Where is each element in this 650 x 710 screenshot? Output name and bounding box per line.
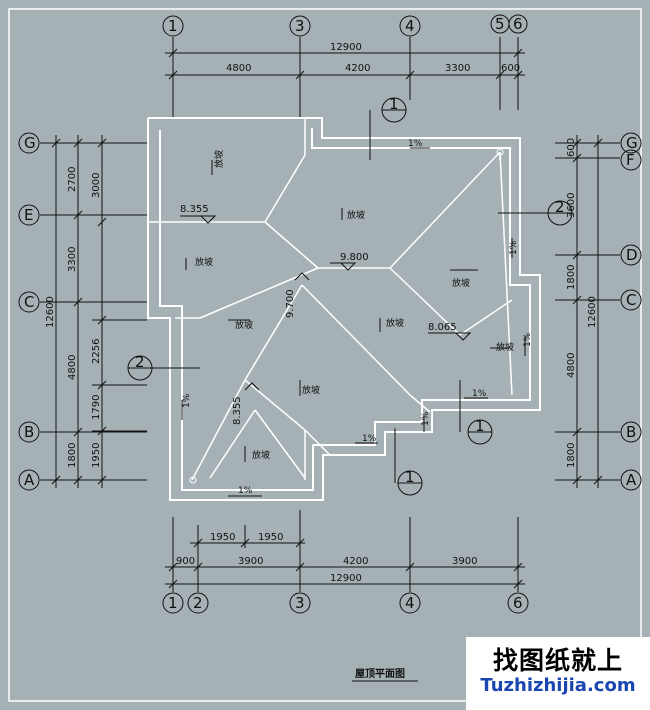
- grid-bottom-4: 4: [405, 594, 415, 612]
- slope-label-9: 放坡: [252, 449, 270, 461]
- roof-outline: [147, 117, 541, 501]
- slope-pct-5: 1%: [362, 434, 377, 444]
- dim-right-1800a: 1800: [566, 265, 577, 290]
- grid-top-6: 6: [513, 15, 523, 33]
- dim-right-12600: 12600: [587, 296, 598, 328]
- grid-top-1: 1: [168, 17, 178, 35]
- watermark-logo: 找图纸就上 Tuzhizhijia.com: [466, 637, 650, 710]
- drawing-title: 屋顶平面图: [355, 668, 405, 680]
- slope-label-1: 放坡: [213, 150, 225, 168]
- slope-pct-8: 1%: [523, 332, 533, 347]
- top-dimensions: [165, 37, 525, 118]
- detail-mark-2-left: 2: [135, 353, 145, 371]
- grid-left-E: E: [24, 206, 33, 224]
- top-grid-bubbles: [162, 14, 528, 37]
- grid-right-B: B: [626, 423, 636, 441]
- dim-left-1790: 1790: [91, 395, 102, 420]
- slope-label-7: 放坡: [496, 341, 514, 353]
- dim-right-4800: 4800: [566, 353, 577, 378]
- watermark-cn: 找图纸就上: [492, 646, 623, 675]
- elevation-8355-bottom: 8.355: [232, 396, 243, 425]
- grid-top-3: 3: [295, 17, 305, 35]
- dim-bottom-1950b: 1950: [258, 532, 283, 543]
- dim-top-600: 600: [501, 63, 520, 74]
- slope-pct-2: 1%: [509, 240, 519, 255]
- left-grid-bubbles: [18, 132, 40, 491]
- dim-bottom-1950a: 1950: [210, 532, 235, 543]
- dim-bottom-3900a: 3900: [238, 556, 263, 567]
- dim-top-4200: 4200: [345, 63, 370, 74]
- dim-right-1800b: 1800: [566, 443, 577, 468]
- grid-bottom-6: 6: [513, 594, 523, 612]
- dim-bottom-4200: 4200: [343, 556, 368, 567]
- slope-label-8: 放坡: [302, 384, 320, 396]
- downspout-mark: [496, 148, 504, 156]
- grid-left-B: B: [24, 423, 34, 441]
- grid-bottom-2: 2: [193, 594, 203, 612]
- dim-right-600: 600: [566, 138, 577, 157]
- elevation-9700: 9.700: [285, 289, 296, 318]
- watermark-en: Tuzhizhijia.com: [480, 675, 636, 696]
- bottom-grid-bubbles: [162, 592, 529, 614]
- grid-right-C: C: [626, 291, 636, 309]
- slope-arrows: [181, 147, 526, 497]
- dim-top-4800: 4800: [226, 63, 251, 74]
- slope-label-6: 放坡: [386, 317, 404, 329]
- slope-pct-1: 1%: [408, 139, 423, 149]
- slope-label-4: 放坡: [452, 277, 470, 289]
- bottom-dimensions: [165, 510, 525, 592]
- dim-bottom-total: 12900: [330, 573, 362, 584]
- elevation-8065: 8.065: [428, 322, 457, 333]
- grid-top-4: 4: [405, 17, 415, 35]
- right-grid-bubbles: [620, 132, 642, 491]
- slope-pct-7: 1%: [421, 411, 431, 426]
- right-dimensions: [555, 135, 620, 488]
- detail-mark-1-top: 1: [389, 95, 399, 113]
- dim-left-1950: 1950: [91, 443, 102, 468]
- dim-left-4800: 4800: [67, 355, 78, 380]
- grid-top-5: 5: [495, 15, 505, 33]
- grid-left-G: G: [24, 134, 36, 152]
- slope-label-2: 放坡: [347, 209, 365, 221]
- grid-right-F: F: [626, 151, 635, 169]
- downspout-mark-2: [189, 476, 197, 484]
- grid-left-C: C: [24, 293, 34, 311]
- detail-marks: [127, 97, 573, 496]
- dim-top-total: 12900: [330, 42, 362, 53]
- grid-left-A: A: [24, 471, 35, 489]
- slope-pct-3: 1%: [182, 393, 192, 408]
- dim-bottom-900: 900: [176, 556, 195, 567]
- elevation-markers: [180, 215, 472, 391]
- grid-right-G: G: [626, 134, 638, 152]
- dim-left-12600: 12600: [45, 296, 56, 328]
- detail-mark-2-right: 2: [555, 198, 565, 216]
- dim-top-3300: 3300: [445, 63, 470, 74]
- grid-bottom-1: 1: [168, 594, 178, 612]
- drawing-frame: [8, 8, 642, 702]
- dim-bottom-3900b: 3900: [452, 556, 477, 567]
- dim-right-3600: 3600: [566, 193, 577, 218]
- detail-mark-1-bottom: 1: [405, 468, 415, 486]
- left-dimensions: [40, 135, 147, 488]
- dim-left-1800: 1800: [67, 443, 78, 468]
- dim-left-2700: 2700: [67, 167, 78, 192]
- grid-right-A: A: [626, 471, 637, 489]
- grid-right-D: D: [626, 246, 638, 264]
- slope-pct-4: 1%: [238, 486, 253, 496]
- detail-mark-1-right: 1: [475, 417, 485, 435]
- elevation-8355-top: 8.355: [180, 204, 209, 215]
- slope-label-5: 放坡: [235, 319, 253, 331]
- dim-left-2256: 2256: [91, 339, 102, 364]
- slope-label-3: 放坡: [195, 256, 213, 268]
- slope-pct-6: 1%: [472, 389, 487, 399]
- roof-ridges: [148, 118, 513, 481]
- grid-bottom-3: 3: [295, 594, 305, 612]
- dim-left-3000: 3000: [91, 173, 102, 198]
- dim-left-3300: 3300: [67, 247, 78, 272]
- elevation-9800: 9.800: [340, 252, 369, 263]
